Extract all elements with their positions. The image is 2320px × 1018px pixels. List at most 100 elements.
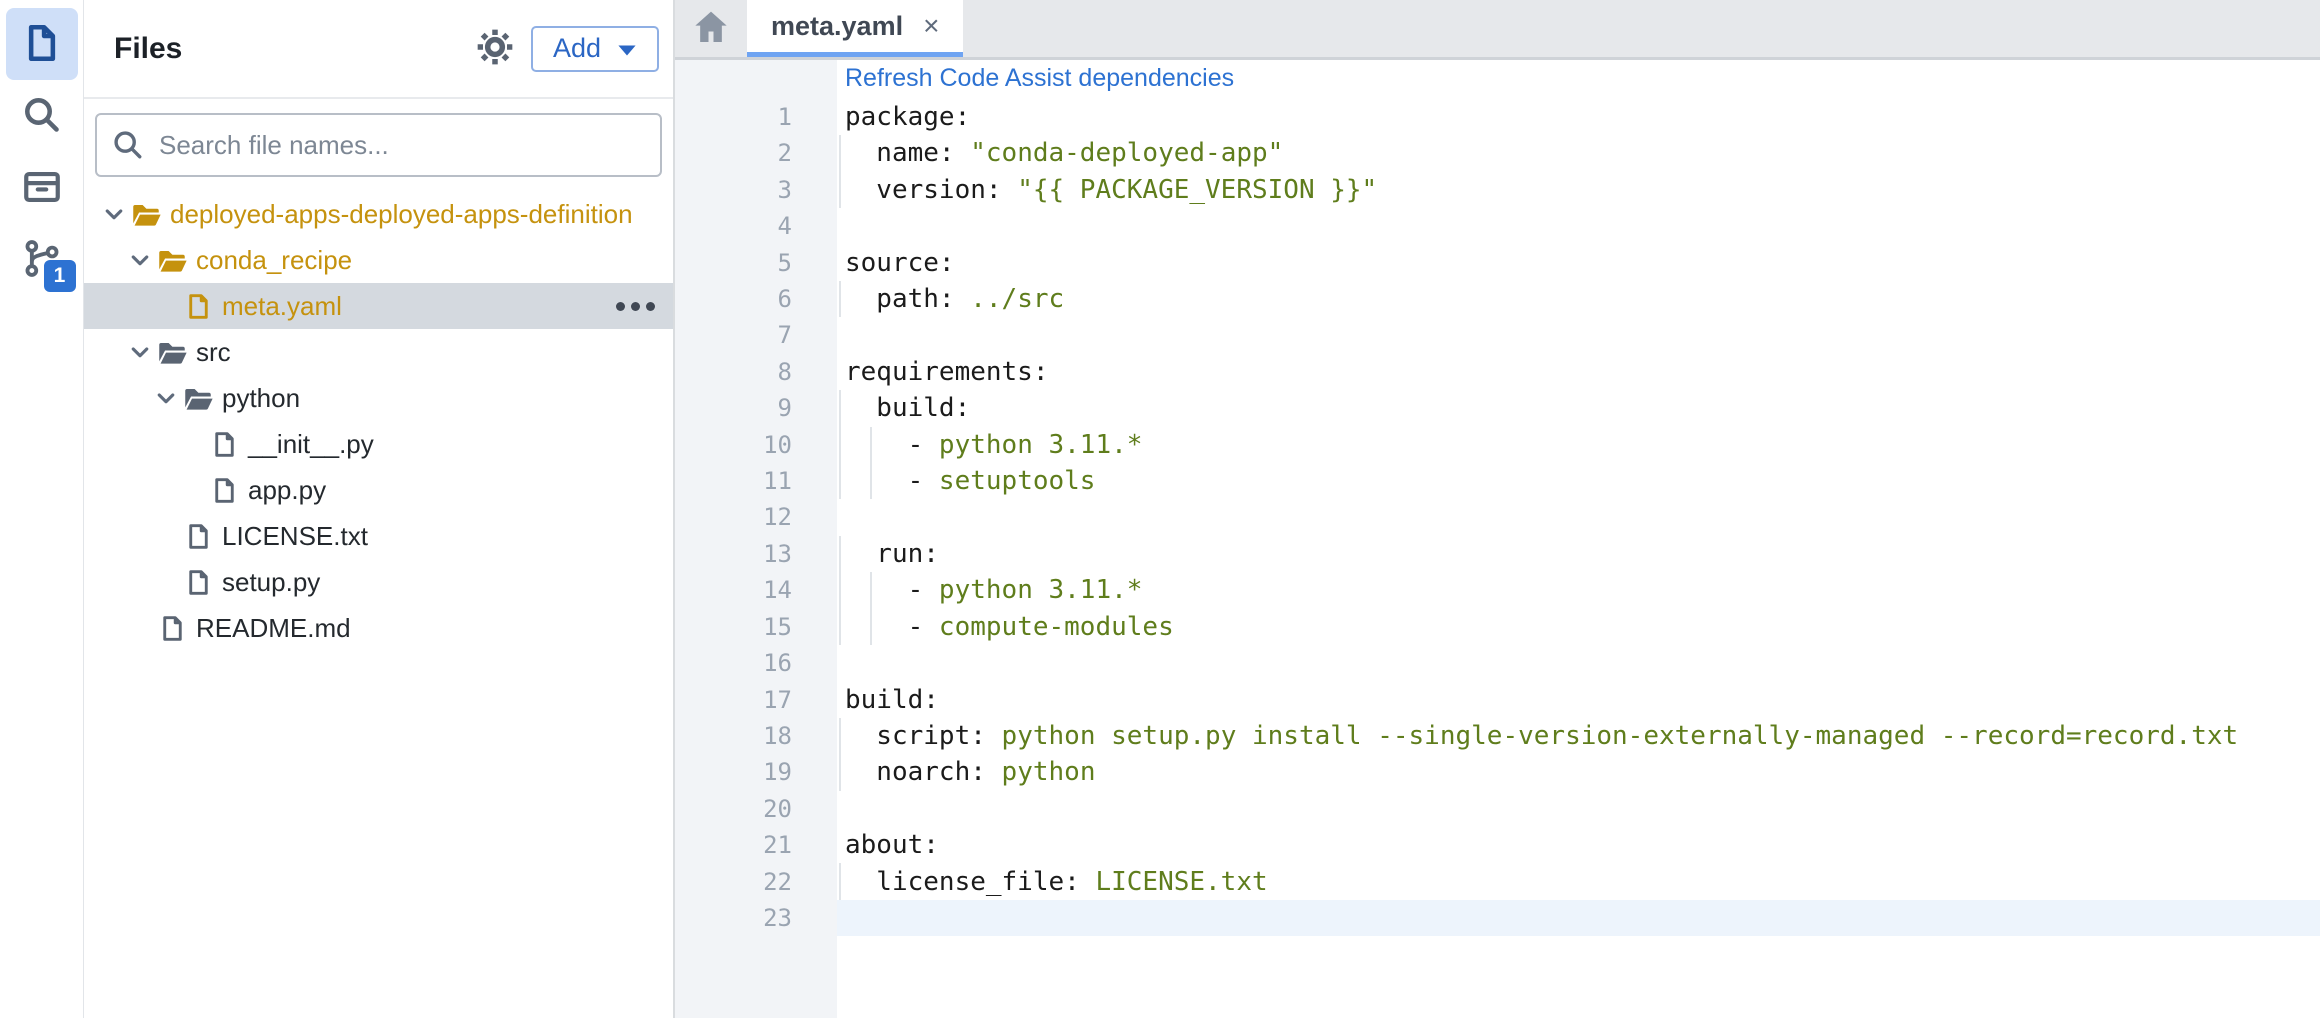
- refresh-code-assist-link[interactable]: Refresh Code Assist dependencies: [845, 64, 1235, 92]
- yaml-key: run:: [845, 538, 939, 569]
- tab-meta-yaml[interactable]: meta.yaml ×: [747, 0, 964, 57]
- tree-file-meta-yaml[interactable]: meta.yaml: [84, 283, 673, 329]
- yaml-value: python 3.11.*: [938, 575, 1143, 606]
- rail-item-files[interactable]: [5, 8, 78, 80]
- file-icon: [180, 569, 216, 596]
- folder-open-icon: [154, 245, 190, 275]
- code-line-21[interactable]: about:: [837, 827, 2320, 863]
- chevron-down-icon[interactable]: [100, 202, 128, 226]
- code-line-2[interactable]: name: "conda-deployed-app": [837, 135, 2320, 171]
- line-number: 15: [763, 612, 792, 641]
- code-line-4[interactable]: [837, 208, 2320, 244]
- line-number: 22: [763, 867, 792, 896]
- rail-item-packages[interactable]: [6, 152, 78, 224]
- chevron-down-icon[interactable]: [126, 340, 154, 364]
- chevron-down-icon[interactable]: [126, 248, 154, 272]
- yaml-key: build:: [845, 684, 939, 715]
- yaml-key: source:: [845, 247, 955, 278]
- yaml-key: -: [845, 611, 939, 642]
- code-line-11[interactable]: - setuptools: [837, 463, 2320, 499]
- code-line-16[interactable]: [837, 645, 2320, 681]
- chevron-down-icon[interactable]: [152, 386, 180, 410]
- tree-file-setup-py[interactable]: setup.py: [84, 559, 673, 605]
- line-number: 4: [777, 212, 792, 241]
- yaml-value: compute-modules: [938, 611, 1174, 642]
- code-line-10[interactable]: - python 3.11.*: [837, 427, 2320, 463]
- folder-open-icon: [180, 383, 216, 413]
- panel-title: Files: [114, 31, 183, 65]
- row-menu-button[interactable]: [616, 283, 655, 329]
- code-line-18[interactable]: script: python setup.py install --single…: [837, 718, 2320, 754]
- folder-open-icon: [128, 199, 164, 229]
- code-line-7[interactable]: [837, 317, 2320, 353]
- tab-close-button[interactable]: ×: [923, 12, 939, 40]
- file-search: [95, 113, 662, 177]
- code-line-14[interactable]: - python 3.11.*: [837, 572, 2320, 608]
- code-line-8[interactable]: requirements:: [837, 354, 2320, 390]
- code-line-3[interactable]: version: "{{ PACKAGE_VERSION }}": [837, 172, 2320, 208]
- code-area[interactable]: Refresh Code Assist dependencies package…: [837, 60, 2320, 1018]
- yaml-key: path:: [845, 284, 971, 315]
- line-number: 11: [763, 467, 792, 496]
- tab-label: meta.yaml: [771, 10, 904, 41]
- code-line-23[interactable]: [837, 899, 2320, 937]
- tree-item-label: LICENSE.txt: [222, 520, 368, 551]
- close-icon: ×: [923, 10, 940, 41]
- file-icon: [154, 615, 190, 642]
- indent-guide: [839, 535, 841, 645]
- gear-icon: [475, 27, 515, 70]
- tree-folder-src[interactable]: src: [84, 329, 673, 375]
- line-number: 13: [763, 539, 792, 568]
- settings-button[interactable]: [473, 27, 517, 71]
- yaml-value: LICENSE.txt: [1095, 866, 1268, 897]
- yaml-value: setuptools: [938, 466, 1096, 497]
- yaml-value: ../src: [970, 284, 1065, 315]
- line-number: 6: [777, 285, 792, 314]
- tree-item-label: README.md: [196, 612, 351, 643]
- code-lines: package: name: "conda-deployed-app" vers…: [837, 99, 2320, 937]
- add-button[interactable]: Add: [530, 25, 659, 72]
- home-button[interactable]: [675, 0, 747, 57]
- tree-item-label: deployed-apps-deployed-apps-definition: [170, 198, 633, 229]
- home-icon: [691, 7, 731, 50]
- add-button-label: Add: [552, 33, 601, 63]
- tree-file-app-py[interactable]: app.py: [84, 467, 673, 513]
- code-line-5[interactable]: source:: [837, 245, 2320, 281]
- tree-folder-python[interactable]: python: [84, 375, 673, 421]
- tree-folder-deployed-apps-deployed-apps-definition[interactable]: deployed-apps-deployed-apps-definition: [84, 191, 673, 237]
- code-line-6[interactable]: path: ../src: [837, 281, 2320, 317]
- rail-item-search[interactable]: [6, 80, 78, 152]
- tree-file-license-txt[interactable]: LICENSE.txt: [84, 513, 673, 559]
- file-tree: deployed-apps-deployed-apps-definition co…: [84, 187, 673, 1018]
- code-line-13[interactable]: run:: [837, 536, 2320, 572]
- tree-folder-conda-recipe[interactable]: conda_recipe: [84, 237, 673, 283]
- line-number: 1: [777, 103, 792, 131]
- activity-rail: 1: [0, 0, 84, 1018]
- code-line-1[interactable]: package:: [837, 99, 2320, 135]
- code-line-22[interactable]: license_file: LICENSE.txt: [837, 864, 2320, 900]
- tree-item-label: python: [222, 382, 301, 413]
- document-icon: [21, 22, 63, 67]
- code-line-12[interactable]: [837, 499, 2320, 535]
- yaml-key: package:: [845, 102, 971, 132]
- line-number: 16: [763, 649, 792, 678]
- tree-file-readme-md[interactable]: README.md: [84, 605, 673, 651]
- code-line-20[interactable]: [837, 791, 2320, 827]
- line-number: 5: [777, 248, 792, 277]
- tree-file--init-py[interactable]: __init__.py: [84, 421, 673, 467]
- code-line-17[interactable]: build:: [837, 682, 2320, 718]
- yaml-key: about:: [845, 830, 939, 861]
- line-number: 12: [763, 503, 792, 532]
- code-line-19[interactable]: noarch: python: [837, 754, 2320, 790]
- yaml-key: build:: [845, 393, 971, 424]
- rail-item-branches[interactable]: 1: [6, 224, 78, 296]
- line-number: 14: [763, 576, 792, 605]
- yaml-key: -: [845, 575, 939, 606]
- code-line-15[interactable]: - compute-modules: [837, 609, 2320, 645]
- file-search-input[interactable]: [95, 113, 662, 177]
- line-number: 9: [777, 394, 792, 423]
- yaml-value: python: [1001, 757, 1096, 788]
- code-line-9[interactable]: build:: [837, 390, 2320, 426]
